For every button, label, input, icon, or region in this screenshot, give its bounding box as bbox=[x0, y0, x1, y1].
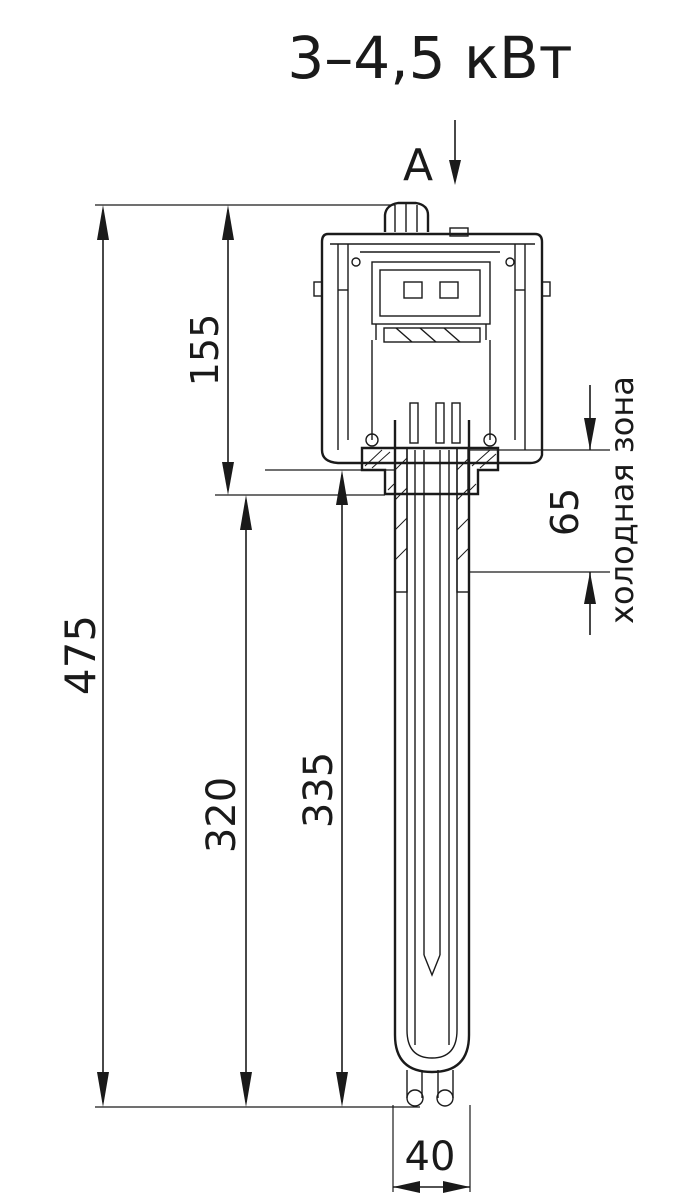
dimension-width-value: 40 bbox=[405, 1134, 456, 1180]
heater-housing bbox=[313, 201, 551, 465]
cold-zone-label: холодная зона bbox=[603, 376, 641, 624]
view-a-marker: A bbox=[403, 120, 461, 191]
dimension-heated-length-value: 335 bbox=[296, 752, 342, 828]
dimension-immersed-length: 320 bbox=[199, 495, 252, 1107]
view-a-label: A bbox=[403, 140, 433, 191]
dimension-head-height: 155 bbox=[183, 205, 385, 496]
dimension-width: 40 bbox=[392, 1105, 471, 1193]
dimension-total-length: 475 bbox=[56, 204, 420, 1108]
power-title: 3–4,5 кВт bbox=[287, 24, 572, 92]
dimension-cold-zone-value: 65 bbox=[543, 488, 587, 536]
dimension-heated-length: 335 bbox=[265, 469, 395, 1107]
dimension-cold-zone: 65 холодная зона bbox=[468, 376, 641, 635]
dimension-total-length-value: 475 bbox=[56, 615, 105, 695]
dimension-head-height-value: 155 bbox=[183, 314, 227, 387]
heater-flange bbox=[360, 446, 500, 496]
heating-element bbox=[393, 420, 471, 1107]
dimension-immersed-length-value: 320 bbox=[199, 777, 245, 853]
